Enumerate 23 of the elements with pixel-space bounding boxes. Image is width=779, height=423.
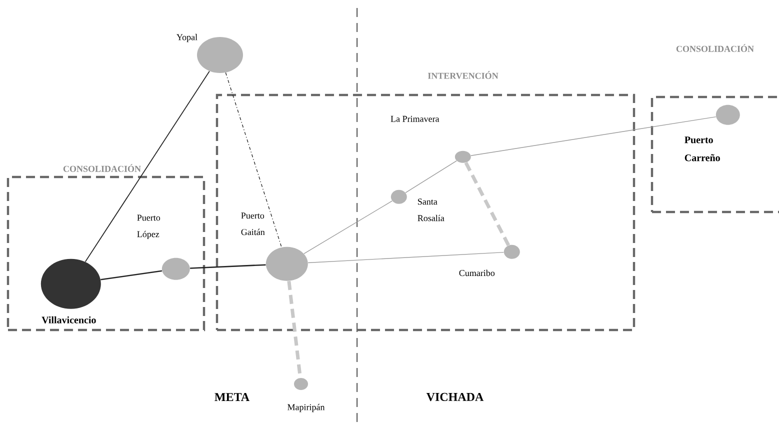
region-heading: INTERVENCIÓN [428,71,498,79]
route-line [470,116,716,156]
route-line [304,200,392,254]
city-label: Puerto Carreño [684,136,720,162]
city-label: Puerto López [137,214,160,240]
city-label: Mapiripán [288,404,325,412]
route-line [405,160,457,194]
route-line [84,70,210,262]
route-line [464,162,510,246]
city-label: Villavicencio [42,316,96,324]
city-label: Cumaribo [459,270,495,276]
city-label: Santa Rosalía [418,198,444,222]
city-label: La Primavera [390,116,440,122]
route-line [190,264,266,269]
route-line [308,252,504,264]
region-heading: CONSOLIDACIÓN [63,164,141,172]
city-label: Puerto Gaitán [241,212,265,236]
route-line [100,270,162,280]
route-line [225,72,282,248]
department-label: META [214,393,250,401]
department-label: VICHADA [426,392,484,402]
city-label: Yopal [176,34,198,42]
region-heading: CONSOLIDACIÓN [676,44,754,52]
